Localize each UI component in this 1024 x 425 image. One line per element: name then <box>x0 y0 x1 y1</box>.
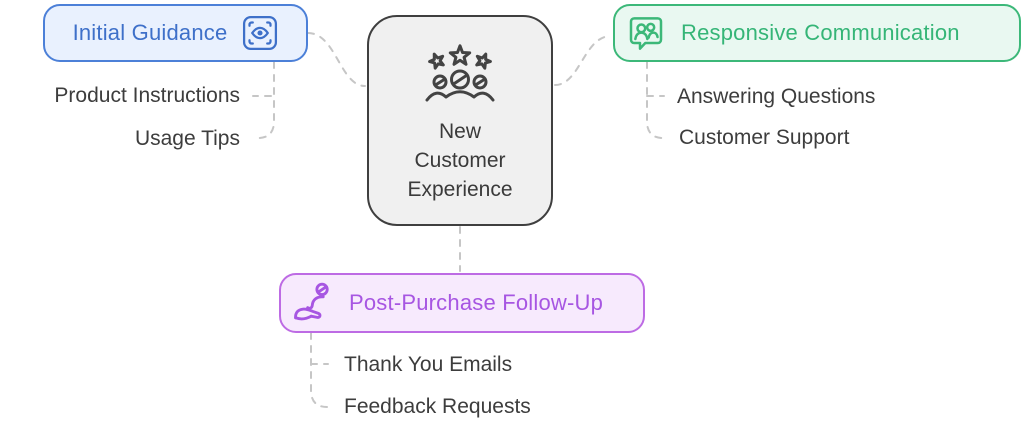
node-responsive-communication[interactable]: Responsive Communication <box>613 4 1021 62</box>
connector-blue-children-stem <box>257 61 275 139</box>
child-customer-support[interactable]: Customer Support <box>679 126 850 149</box>
child-usage-tips[interactable]: Usage Tips <box>134 127 240 150</box>
node-post-purchase-follow-up[interactable]: Post-Purchase Follow-Up <box>279 273 645 333</box>
child-answering-questions[interactable]: Answering Questions <box>677 85 876 108</box>
center-label-line-1: New <box>438 120 481 143</box>
users-chat-icon <box>626 13 666 53</box>
node-initial-guidance[interactable]: Initial Guidance <box>43 4 308 62</box>
node-new-customer-experience[interactable]: New Customer Experience <box>367 15 553 226</box>
child-product-instructions[interactable]: Product Instructions <box>54 84 240 107</box>
connector-center-to-green <box>554 35 612 86</box>
scan-eye-icon <box>242 15 278 51</box>
center-label-line-3: Experience <box>407 178 513 201</box>
connector-purple-children-stem <box>310 332 328 408</box>
branch-label-responsive-communication: Responsive Communication <box>681 20 960 45</box>
branch-label-post-purchase-follow-up: Post-Purchase Follow-Up <box>349 290 604 315</box>
connector-green-children-stem <box>646 61 664 139</box>
child-thank-you-emails[interactable]: Thank You Emails <box>344 353 513 376</box>
center-node-label: New Customer Experience <box>407 117 512 204</box>
stars-people-icon <box>424 43 496 105</box>
hand-person-icon <box>291 279 337 327</box>
center-label-line-2: Customer <box>414 149 506 172</box>
branch-label-initial-guidance: Initial Guidance <box>72 20 228 45</box>
connector-blue-to-center <box>307 32 366 87</box>
child-feedback-requests[interactable]: Feedback Requests <box>344 395 531 418</box>
